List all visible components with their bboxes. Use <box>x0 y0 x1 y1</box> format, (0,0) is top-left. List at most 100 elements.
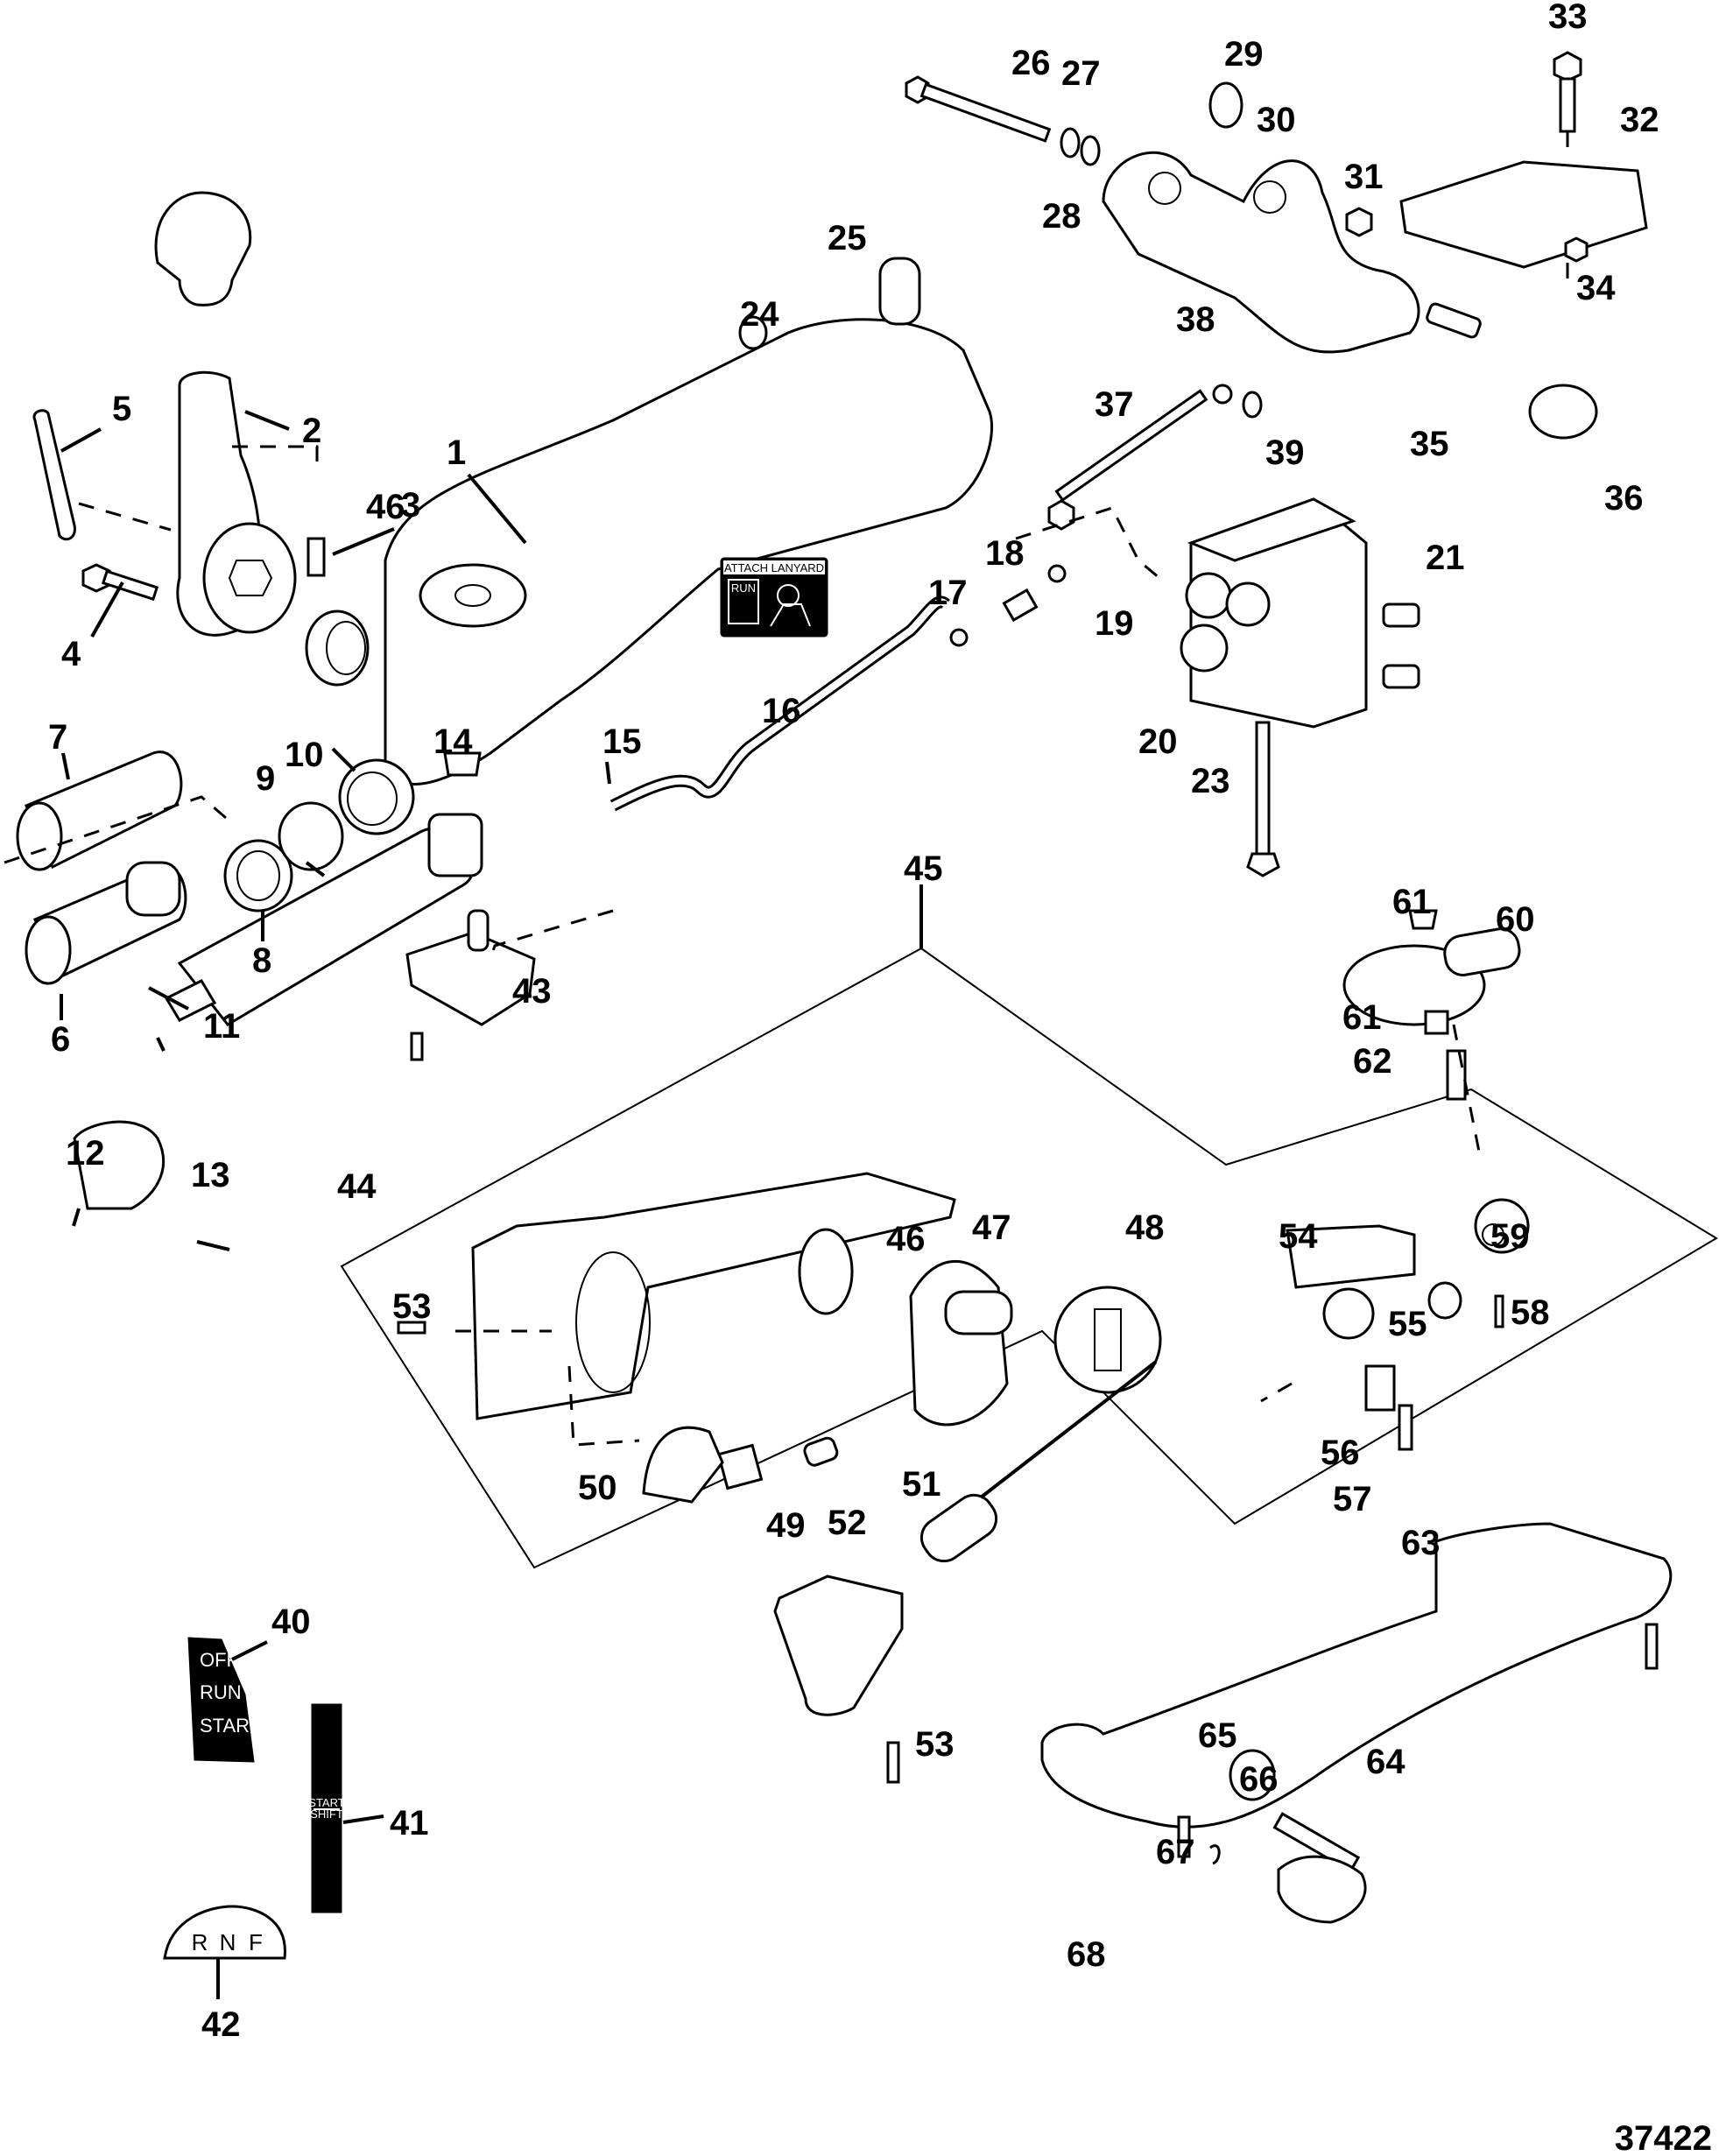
svg-text:61: 61 <box>1342 998 1382 1037</box>
part-42-gear-decal: R N F <box>163 1905 286 1999</box>
svg-text:57: 57 <box>1333 1480 1372 1518</box>
part-23-bolt <box>1255 721 1271 860</box>
part-12-end-cap <box>73 1120 165 1210</box>
svg-text:18: 18 <box>985 534 1025 573</box>
part-51-tube <box>919 1360 1158 1563</box>
svg-text:3: 3 <box>401 486 420 525</box>
part-25-plug <box>878 257 921 326</box>
part-53-screw <box>397 1321 426 1335</box>
svg-text:5: 5 <box>112 390 131 428</box>
leader-lines <box>60 410 527 1227</box>
svg-text:63: 63 <box>1401 1524 1441 1562</box>
svg-text:29: 29 <box>1224 35 1264 74</box>
svg-text:66: 66 <box>1239 1760 1279 1799</box>
part-15-pin <box>605 761 611 785</box>
part-58-pin <box>1494 1294 1504 1328</box>
part-65-grommet <box>1229 1749 1276 1801</box>
part-55-washer <box>1427 1281 1462 1320</box>
dash-60-59 <box>1452 1024 1482 1157</box>
svg-text:ATTACH LANYARD: ATTACH LANYARD <box>724 561 824 574</box>
svg-text:67: 67 <box>1156 1833 1195 1871</box>
part-35-fitting <box>1426 302 1482 339</box>
part-47-cam <box>909 1260 1009 1427</box>
svg-text:56: 56 <box>1321 1434 1360 1472</box>
part-49-spring <box>803 1436 839 1467</box>
part-54-block <box>1286 1224 1416 1289</box>
svg-text:46: 46 <box>366 488 405 526</box>
part-19-nut <box>1047 564 1067 583</box>
dash-11-43 <box>489 909 614 960</box>
part-11-throttle-shaft <box>164 813 483 1026</box>
part-27-washer <box>1060 127 1081 159</box>
svg-text:23: 23 <box>1191 762 1230 800</box>
dash-bracket-50 <box>567 1365 640 1447</box>
svg-text:9: 9 <box>256 759 275 798</box>
lanyard-decal: ATTACH LANYARD RUN <box>720 557 828 638</box>
svg-text:OFF: OFF <box>200 1649 238 1671</box>
part-39-washer <box>1242 391 1263 419</box>
svg-text:4: 4 <box>61 635 81 673</box>
svg-text:44: 44 <box>337 1167 377 1206</box>
part-3-pin <box>306 537 326 577</box>
svg-text:RUN: RUN <box>200 1681 242 1703</box>
part-33-bolt <box>1553 51 1582 133</box>
part-50-detent <box>642 1426 724 1504</box>
svg-text:34: 34 <box>1576 269 1616 307</box>
svg-text:14: 14 <box>433 722 473 761</box>
svg-text:24: 24 <box>740 295 779 334</box>
svg-text:59: 59 <box>1490 1217 1530 1256</box>
svg-text:31: 31 <box>1344 158 1384 196</box>
svg-text:47: 47 <box>972 1208 1011 1247</box>
part-56-sleeve <box>1364 1364 1396 1412</box>
part-20-block <box>1180 497 1368 729</box>
svg-text:32: 32 <box>1620 101 1659 139</box>
part-4-bolt <box>81 563 159 602</box>
svg-text:2: 2 <box>302 412 321 450</box>
svg-text:55: 55 <box>1388 1305 1427 1343</box>
svg-text:54: 54 <box>1279 1217 1318 1256</box>
part-21-fitting <box>1382 602 1420 628</box>
part-1-handle-housing <box>384 318 994 786</box>
part-34-nut <box>1564 236 1589 263</box>
part-31-nut <box>1345 207 1373 237</box>
svg-text:64: 64 <box>1366 1743 1405 1781</box>
svg-text:53: 53 <box>915 1725 955 1764</box>
svg-text:7: 7 <box>48 718 67 757</box>
svg-text:27: 27 <box>1061 54 1101 93</box>
part-48-disc <box>1053 1286 1162 1394</box>
svg-text:6: 6 <box>51 1020 70 1059</box>
part-7-grip <box>16 750 183 871</box>
svg-text:15: 15 <box>602 722 642 761</box>
svg-text:58: 58 <box>1511 1293 1550 1332</box>
part-38-lockwasher <box>1212 384 1233 405</box>
svg-text:16: 16 <box>762 692 801 730</box>
part-46-bushing <box>305 609 370 687</box>
part-32-mount <box>1399 160 1648 269</box>
svg-text:21: 21 <box>1426 539 1465 577</box>
part-52-arm <box>773 1575 904 1716</box>
svg-text:68: 68 <box>1067 1935 1106 1974</box>
svg-text:RUN: RUN <box>731 581 756 595</box>
part-29-washer <box>1208 81 1243 129</box>
svg-text:N: N <box>220 1929 236 1955</box>
svg-text:65: 65 <box>1198 1716 1237 1755</box>
svg-text:62: 62 <box>1353 1042 1392 1081</box>
svg-text:19: 19 <box>1095 604 1134 643</box>
part-26-bolt <box>905 75 1052 143</box>
svg-text:R: R <box>192 1929 208 1955</box>
svg-text:START: START <box>200 1715 261 1737</box>
part-18-connector <box>1002 588 1039 623</box>
svg-text:33: 33 <box>1548 0 1588 36</box>
svg-text:25: 25 <box>828 219 867 257</box>
part-45-bracket <box>471 1172 956 1420</box>
svg-text:28: 28 <box>1042 197 1081 236</box>
part-53-screw-lower <box>886 1741 900 1784</box>
callout-labels: 1 2 3 4 5 6 7 8 9 10 11 12 13 14 15 16 1… <box>48 0 1659 2044</box>
part-36-cap <box>1528 384 1598 440</box>
part-5-clip <box>32 409 76 541</box>
part-61-bushing <box>1408 909 1438 930</box>
svg-text:36: 36 <box>1604 479 1644 518</box>
part-66-friction-knob <box>1272 1812 1367 1924</box>
svg-text:START: START <box>308 1796 344 1809</box>
